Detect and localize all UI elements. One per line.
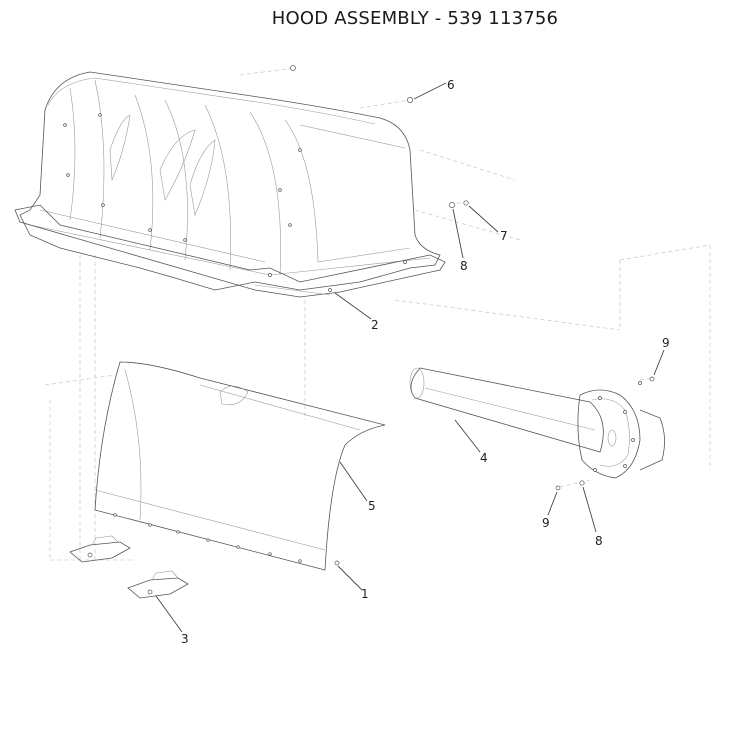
callout-9-upper: 9 (662, 336, 670, 350)
callout-2: 2 (371, 318, 379, 332)
hood-flange-part-2 (14, 204, 446, 298)
washer-icon (579, 480, 585, 486)
callout-labels: 6 7 8 2 4 5 1 3 9 9 8 (181, 78, 670, 646)
screw-icon (649, 376, 655, 382)
skid-bracket-part-3 (69, 535, 189, 599)
callout-5: 5 (368, 499, 376, 513)
callout-8-upper: 8 (460, 259, 468, 273)
callout-9-lower: 9 (542, 516, 550, 530)
upper-hood-part-6 (19, 71, 441, 291)
callout-7: 7 (500, 229, 508, 243)
nut-icon (290, 65, 296, 71)
lower-shield-part-5 (94, 361, 386, 571)
washer-icon (449, 202, 455, 208)
callout-8-lower: 8 (595, 534, 603, 548)
projection-lines (44, 67, 711, 561)
rivet-icon (334, 560, 340, 566)
diagram-title: HOOD ASSEMBLY - 539 113756 (271, 8, 559, 29)
leader-lines (155, 82, 665, 633)
callout-1: 1 (361, 587, 369, 601)
screw-icon (555, 485, 561, 491)
hardware-fasteners (290, 65, 655, 566)
callout-3: 3 (181, 632, 189, 646)
nut-icon (407, 97, 413, 103)
callout-6: 6 (447, 78, 455, 92)
callout-4: 4 (480, 451, 488, 465)
screw-icon (463, 200, 469, 206)
washer-icon (638, 381, 642, 385)
discharge-tube-part-4 (409, 367, 665, 479)
